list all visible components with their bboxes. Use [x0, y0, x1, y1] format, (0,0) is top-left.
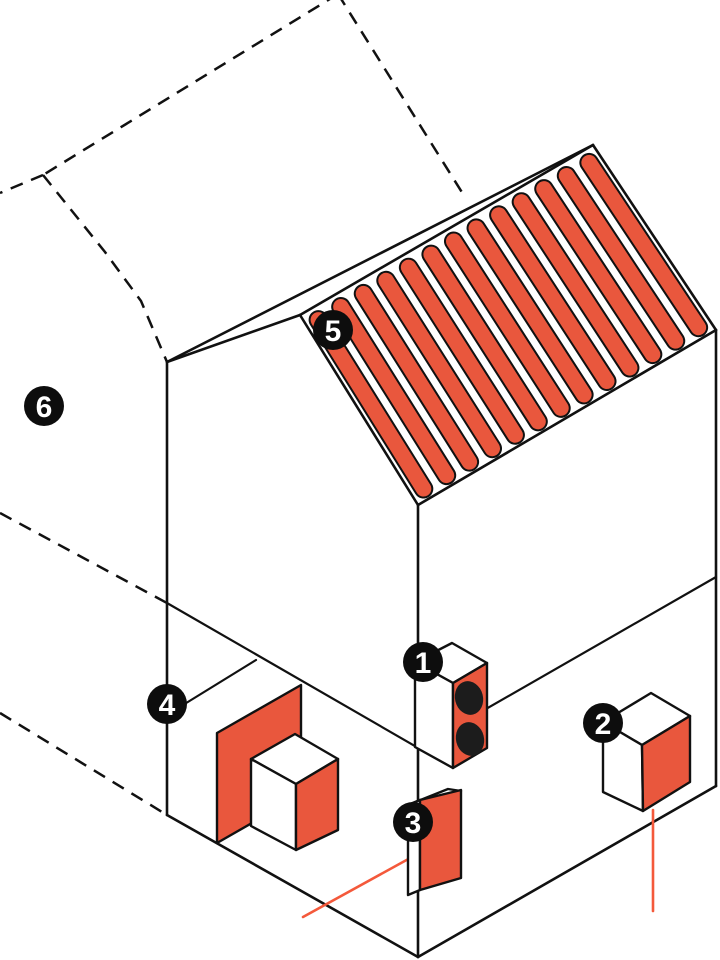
- marker-1: 1: [403, 642, 443, 682]
- floor-edge-left: [165, 813, 420, 959]
- collector-tube: [536, 181, 661, 363]
- roof-ridge-line: [165, 143, 595, 364]
- roof-panel-left-edge: [298, 313, 420, 507]
- extension-mid-line: [0, 511, 168, 605]
- marker-label: 6: [36, 391, 53, 424]
- marker-circle: [393, 802, 433, 842]
- marker-circle: [403, 642, 443, 682]
- marker-label: 5: [325, 315, 342, 348]
- dashed-extension-outline: [0, 0, 465, 817]
- extension-gable-edge-left: [42, 0, 331, 177]
- collector-tube: [333, 299, 455, 484]
- collector-tube: [491, 207, 615, 389]
- marker-circle: [313, 310, 353, 350]
- collector-tube: [468, 220, 592, 403]
- marker-label: 4: [159, 689, 176, 722]
- collector-tube: [558, 168, 684, 349]
- equipment-cube-right: [601, 691, 692, 913]
- interior-wall-unit: [215, 683, 340, 852]
- extension-gable-edge-right: [340, 0, 465, 195]
- extension-eave-left: [0, 173, 44, 195]
- marker-circle: [147, 684, 187, 724]
- roof-edge-left-short: [165, 313, 302, 364]
- cube-right-side: [640, 714, 692, 813]
- fan-icon: [455, 722, 485, 756]
- collector-tube: [445, 233, 569, 416]
- marker-3: 3: [393, 802, 433, 842]
- thin-panel-unit: [301, 787, 463, 919]
- collector-tube: [378, 272, 501, 457]
- marker-4: 4: [147, 684, 187, 724]
- marker-circle: [583, 703, 623, 743]
- thin-panel-front: [418, 788, 463, 892]
- marker-5: 5: [313, 310, 353, 350]
- collector-tube: [513, 194, 638, 376]
- solar-collector-tubes: [308, 152, 709, 499]
- marker-label: 3: [405, 807, 422, 840]
- collector-tube: [581, 154, 707, 336]
- marker-circle: [24, 386, 64, 426]
- collector-tube: [355, 285, 478, 470]
- marker-2: 2: [583, 703, 623, 743]
- extension-base-line: [0, 711, 168, 817]
- marker-6: 6: [24, 386, 64, 426]
- ventilation-unit: [413, 641, 489, 770]
- roof-eave-front: [416, 328, 718, 507]
- roof-gable-right-edge: [591, 143, 718, 332]
- floor-edge-right: [416, 784, 718, 959]
- marker-label: 2: [595, 708, 612, 741]
- interior-cube-side: [294, 757, 340, 852]
- interior-floor-line-left: [165, 601, 455, 770]
- ground-connector-line-diagonal: [301, 855, 414, 919]
- extension-corner-edge: [42, 174, 169, 363]
- collector-tube: [423, 246, 546, 430]
- roof: [165, 143, 718, 507]
- fan-icon: [454, 681, 484, 715]
- marker-label: 1: [415, 647, 432, 680]
- collector-tube: [400, 259, 523, 443]
- roof-panel-divider: [298, 143, 595, 317]
- markers: 1 2 3 4 5 6: [24, 310, 623, 842]
